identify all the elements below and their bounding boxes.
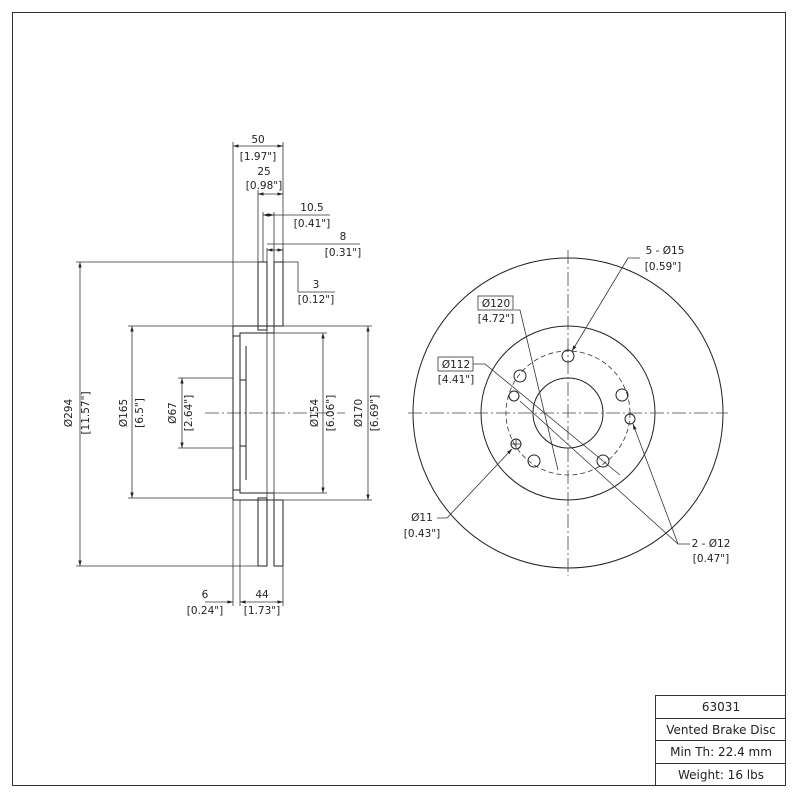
lower-outer-plate (273, 499, 284, 567)
dim-3-in: [0.12"] (298, 294, 334, 306)
label-112-in: [4.41"] (438, 374, 474, 386)
front-view: 5 - Ø15 [0.59"] Ø120 [4.72"] Ø112 [4.41"… (404, 245, 731, 576)
upper-inner-plate (257, 261, 268, 331)
label-5-holes-in: [0.59"] (645, 261, 681, 273)
locating-hole (508, 390, 520, 402)
dim-3-mm: 3 (313, 279, 320, 291)
label-5-holes-mm: 5 - Ø15 (646, 245, 685, 257)
dim-170-mm: Ø170 (353, 399, 365, 427)
bolt-hole (596, 454, 610, 468)
dim-8-mm: 8 (340, 231, 347, 243)
title-block: 63031 Vented Brake Disc Min Th: 22.4 mm … (655, 695, 786, 786)
hat-wall (232, 335, 241, 491)
upper-outer-plate (273, 261, 284, 327)
dim-154-in: [6.06"] (325, 395, 337, 431)
dim-294-in: [11.57"] (80, 391, 92, 434)
dim-67-mm: Ø67 (167, 402, 179, 424)
drawing-frame (12, 12, 786, 786)
bolt-hole (527, 454, 541, 468)
label-112-mm: Ø112 (442, 359, 470, 371)
dim-170-in: [6.69"] (369, 395, 381, 431)
dim-25-mm: 25 (257, 166, 270, 178)
dim-50-in: [1.97"] (240, 151, 276, 163)
part-number: 63031 (656, 696, 786, 719)
lower-inner-plate (257, 497, 268, 567)
dim-44-in: [1.73"] (244, 605, 280, 617)
dim-6-mm: 6 (202, 589, 209, 601)
dim-25-in: [0.98"] (246, 180, 282, 192)
bolt-hole (615, 388, 629, 402)
dim-165-mm: Ø165 (118, 399, 130, 427)
min-thickness: Min Th: 22.4 mm (656, 741, 786, 764)
dim-8-in: [0.31"] (325, 247, 361, 259)
dim-6-in: [0.24"] (187, 605, 223, 617)
dim-10-5-in: [0.41"] (294, 218, 330, 230)
dim-67-in: [2.64"] (183, 395, 195, 431)
dim-165-in: [6.5"] (134, 398, 146, 428)
weight: Weight: 16 lbs (678, 767, 764, 782)
bolt-hole (561, 349, 575, 363)
lower-hat-section (232, 489, 275, 501)
label-11-in: [0.43"] (404, 528, 440, 540)
dim-10-5-mm: 10.5 (300, 202, 323, 214)
label-2-holes-in: [0.47"] (693, 553, 729, 565)
label-11-mm: Ø11 (411, 512, 433, 524)
dim-294-mm: Ø294 (63, 399, 75, 428)
bolt-hole (513, 369, 527, 383)
dim-50-mm: 50 (251, 134, 264, 146)
upper-hat-section (232, 325, 275, 337)
label-120-mm: Ø120 (482, 298, 510, 310)
dim-44-mm: 44 (255, 589, 269, 601)
locating-hole (624, 413, 636, 425)
part-description: Vented Brake Disc (656, 719, 786, 741)
side-view: 50 [1.97"] 25 [0.98"] 10.5 [0.41"] 8 [0.… (63, 134, 381, 617)
label-2-holes-mm: 2 - Ø12 (692, 538, 731, 550)
dim-154-mm: Ø154 (309, 399, 321, 428)
label-120-in: [4.72"] (478, 313, 514, 325)
